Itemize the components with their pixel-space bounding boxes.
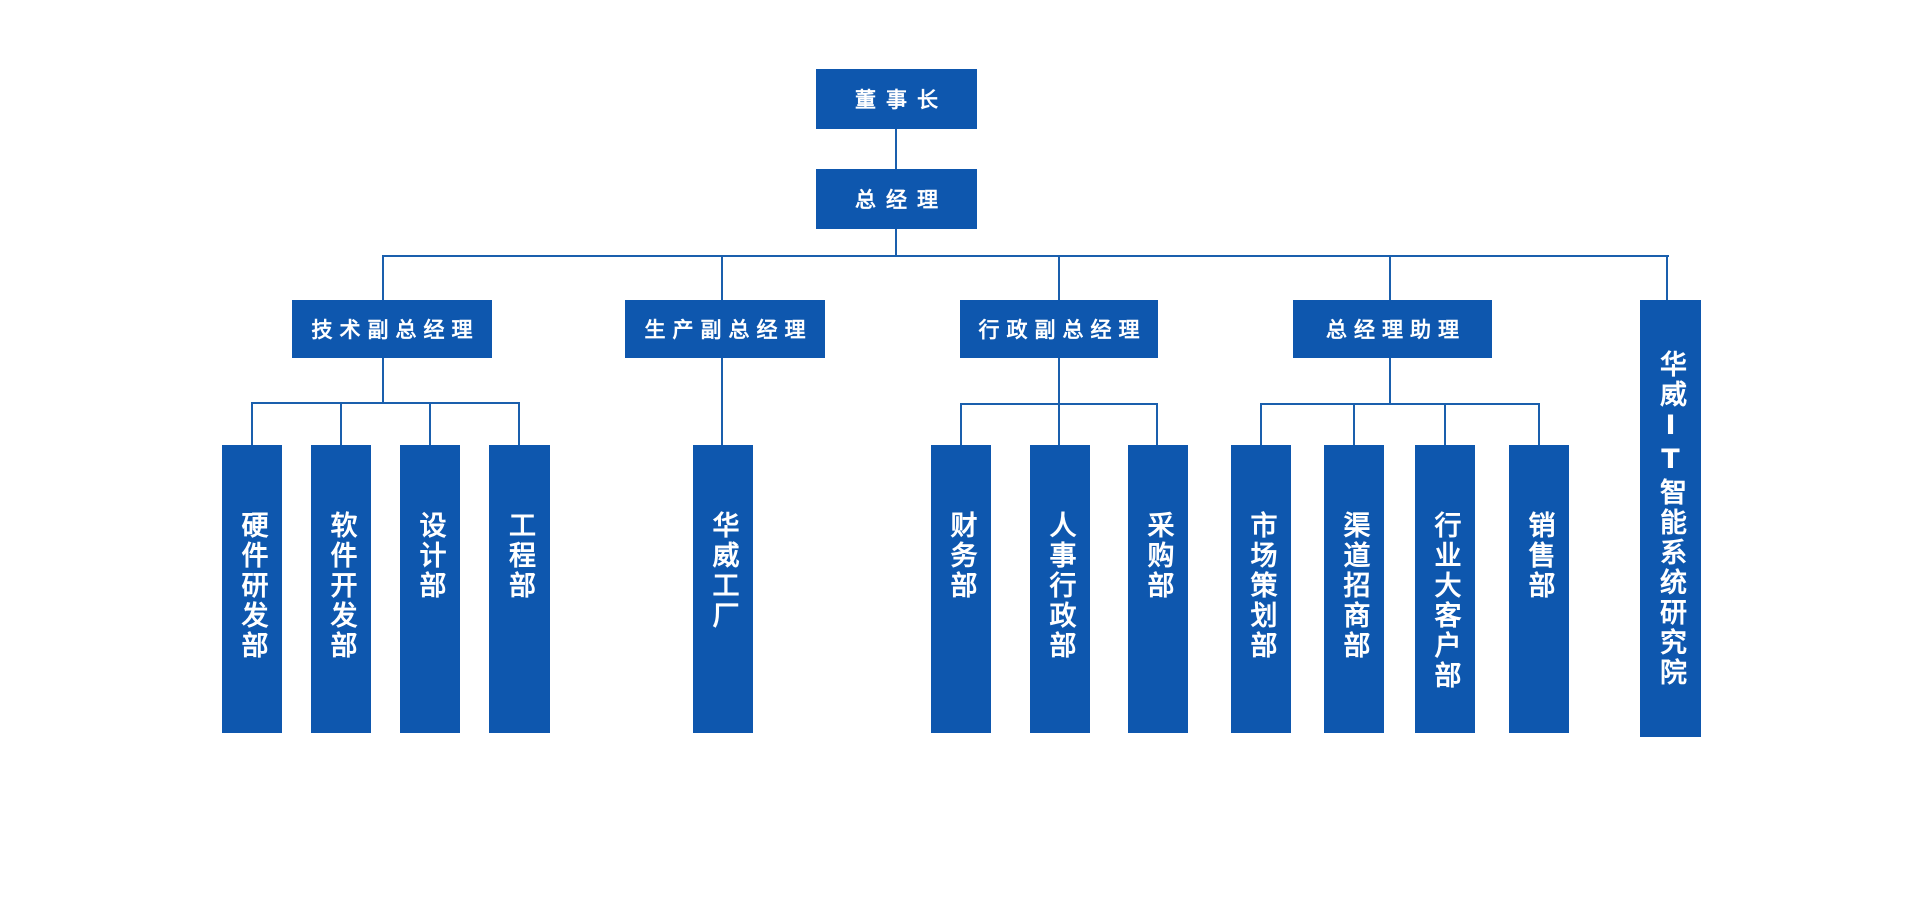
connector-production-factory	[721, 358, 723, 445]
org-node-finance: 财务部	[931, 445, 991, 733]
connector-stub-gm-assistant	[1389, 255, 1391, 300]
connector-gm-assistant-drop	[1389, 358, 1391, 403]
org-node-design-label: 设计部	[414, 511, 446, 601]
org-node-production-vp: 生产副总经理	[625, 300, 825, 358]
org-node-sales-label: 销售部	[1523, 511, 1555, 601]
org-node-finance-label: 财务部	[945, 511, 977, 601]
org-node-sales: 销售部	[1509, 445, 1569, 733]
connector-stub-admin-vp	[1058, 255, 1060, 300]
org-node-huawei-factory-label: 华威工厂	[707, 511, 739, 631]
org-node-channel-investment-label: 渠道招商部	[1338, 511, 1370, 661]
org-node-industry-key-accounts: 行业大客户部	[1415, 445, 1475, 733]
connector-admin-children-bus	[960, 403, 1158, 405]
org-node-tech-vp-label: 技术副总经理	[311, 318, 480, 342]
connector-stub-engineering	[518, 402, 520, 445]
org-node-general-manager-label: 总经理	[855, 188, 948, 212]
org-node-admin-vp: 行政副总经理	[960, 300, 1158, 358]
connector-stub-channel-investment	[1353, 403, 1355, 445]
org-node-admin-vp-label: 行政副总经理	[978, 318, 1147, 342]
connector-stub-sales	[1538, 403, 1540, 445]
org-node-hardware-rd-label: 硬件研发部	[236, 511, 268, 661]
connector-stub-tech-vp	[382, 255, 384, 300]
connector-stub-design	[429, 402, 431, 445]
org-node-chairman: 董事长	[816, 69, 977, 129]
org-node-procurement: 采购部	[1128, 445, 1188, 733]
connector-stub-procurement	[1156, 403, 1158, 445]
org-node-hr-admin: 人事行政部	[1030, 445, 1090, 733]
org-node-hr-admin-label: 人事行政部	[1044, 511, 1076, 661]
connector-gm-drop	[895, 229, 897, 255]
connector-stub-software-dev	[340, 402, 342, 445]
connector-stub-industry-key-accounts	[1444, 403, 1446, 445]
org-node-gm-assistant-label: 总经理助理	[1326, 318, 1466, 342]
org-node-tech-vp: 技术副总经理	[292, 300, 492, 358]
org-node-research-institute: 华威IT智能系统研究院	[1640, 300, 1701, 737]
org-node-production-vp-label: 生产副总经理	[644, 318, 813, 342]
connector-admin-vp-drop	[1058, 358, 1060, 445]
org-node-research-institute-label: 华威IT智能系统研究院	[1655, 349, 1686, 688]
org-node-software-dev: 软件开发部	[311, 445, 371, 733]
org-node-design: 设计部	[400, 445, 460, 733]
org-node-gm-assistant: 总经理助理	[1293, 300, 1492, 358]
connector-stub-finance	[960, 403, 962, 445]
org-node-general-manager: 总经理	[816, 169, 977, 229]
org-node-channel-investment: 渠道招商部	[1324, 445, 1384, 733]
org-node-software-dev-label: 软件开发部	[325, 511, 357, 661]
connector-stub-marketing-planning	[1260, 403, 1262, 445]
connector-stub-research-institute	[1666, 255, 1668, 300]
org-node-procurement-label: 采购部	[1142, 511, 1174, 601]
org-node-engineering: 工程部	[489, 445, 550, 733]
org-node-marketing-planning-label: 市场策划部	[1245, 511, 1277, 661]
connector-stub-production-vp	[721, 255, 723, 300]
connector-tech-vp-drop	[382, 358, 384, 402]
org-node-industry-key-accounts-label: 行业大客户部	[1429, 511, 1461, 691]
org-node-huawei-factory: 华威工厂	[693, 445, 753, 733]
connector-chairman-gm	[895, 129, 897, 169]
connector-tech-children-bus	[251, 402, 520, 404]
org-node-chairman-label: 董事长	[855, 88, 948, 112]
connector-stub-hardware-rd	[251, 402, 253, 445]
org-node-hardware-rd: 硬件研发部	[222, 445, 282, 733]
connector-gm-children-bus	[383, 255, 1669, 257]
org-node-marketing-planning: 市场策划部	[1231, 445, 1291, 733]
org-node-engineering-label: 工程部	[504, 511, 535, 601]
connector-assistant-children-bus	[1260, 403, 1539, 405]
